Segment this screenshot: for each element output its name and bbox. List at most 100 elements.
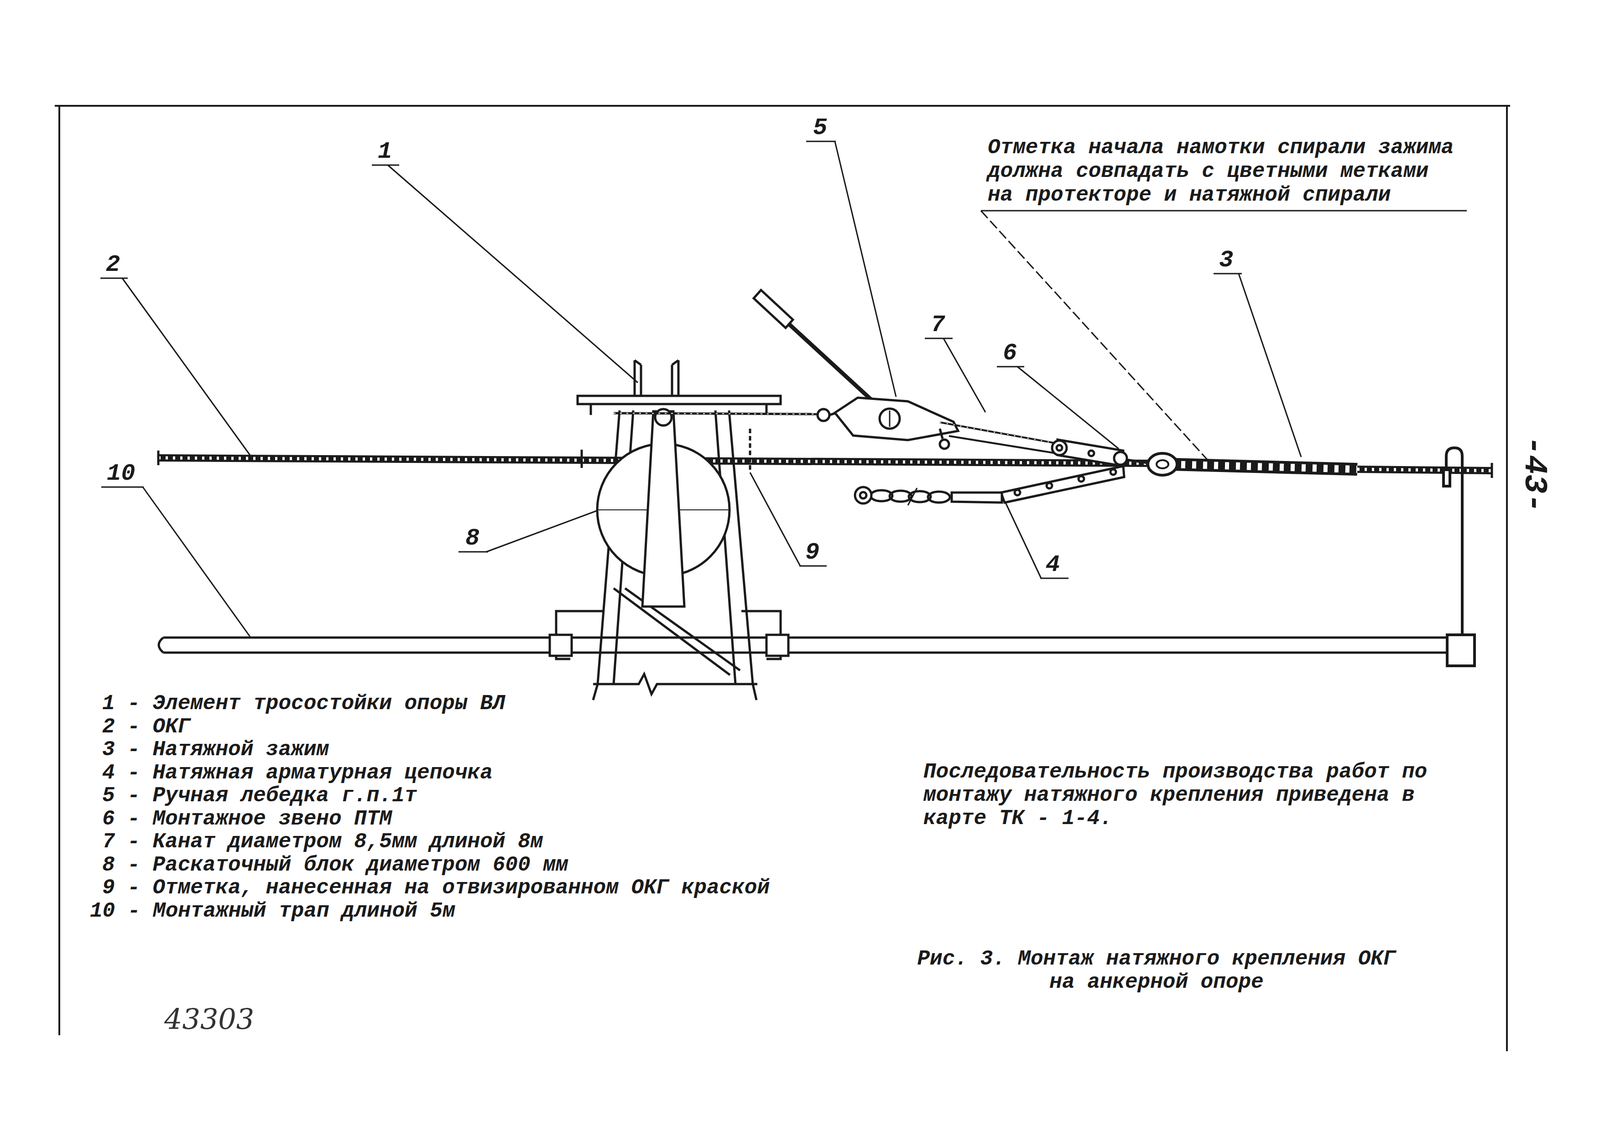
legend-item: 2 - ОКГ [102, 715, 191, 739]
ladder-clamps [766, 635, 789, 657]
ladder-clamps [570, 610, 605, 613]
callout-number: 4 [1045, 552, 1060, 579]
tension-clamp [1170, 464, 1358, 470]
tension-chain [859, 492, 867, 499]
tension-chain [1078, 476, 1085, 482]
hand-winch [753, 290, 959, 449]
tension-chain [854, 466, 1125, 506]
tower-crossarm [634, 360, 679, 397]
legend-item: 10 - Монтажный трап длиной 5м [89, 900, 456, 923]
figure-caption: Рис. 3. Монтаж натяжного крепления ОКГ н… [907, 948, 1406, 995]
tension-clamp [1170, 464, 1358, 470]
legend-item: 9 - Отметка, нанесенная на отвизированно… [102, 876, 770, 900]
ptm-link [1056, 445, 1063, 451]
ladder-clamps [549, 611, 789, 660]
ladder [163, 636, 1470, 640]
tower [593, 674, 758, 695]
callout-number: 5 [813, 114, 828, 142]
ptm-link [1114, 452, 1127, 465]
sheave-block [655, 409, 672, 426]
sheave-block [597, 409, 730, 607]
callout-number: 8 [465, 525, 480, 553]
ptm-link [1052, 440, 1067, 456]
tension-clamp [1156, 460, 1169, 469]
tension-chain [1046, 483, 1053, 489]
note-text: Отметка начала намотки спирали зажима до… [987, 135, 1465, 208]
hand-winch [939, 439, 949, 449]
cable [1357, 469, 1492, 471]
cable [1357, 469, 1492, 471]
ladder [163, 651, 1470, 655]
ptm-link [1052, 439, 1150, 467]
leader-lines [943, 338, 986, 413]
hand-winch [753, 290, 793, 329]
callout-number: 7 [930, 312, 945, 339]
ptm-link [1088, 450, 1095, 457]
tension-clamp [1147, 453, 1178, 476]
tower [752, 684, 757, 701]
legend-item: 4 - Натяжная арматурная цепочка [102, 761, 493, 785]
tension-chain [1000, 466, 1125, 503]
tower [593, 684, 598, 701]
tension-chain [1110, 469, 1116, 475]
leader-lines [980, 210, 1467, 212]
tower [593, 410, 758, 701]
tension-clamp [1147, 453, 1358, 476]
tension-chain [1014, 489, 1021, 496]
cable [157, 450, 160, 466]
leader-lines [486, 510, 597, 553]
winch-rope [613, 409, 837, 422]
archive-number: 43303 [164, 1003, 255, 1036]
hand-winch [939, 428, 943, 439]
ladder-support [1443, 469, 1450, 487]
ladder [158, 637, 1470, 653]
sheave-block [642, 411, 685, 607]
leader-lines [122, 278, 251, 456]
ptm-link [1126, 459, 1150, 464]
hand-winch [889, 410, 891, 428]
tension-chain [951, 492, 1002, 503]
hand-winch [879, 408, 900, 429]
paint-marks [749, 428, 752, 471]
legend-item: 8 - Раскаточный блок диаметром 600 мм [102, 854, 569, 877]
ladder [158, 637, 164, 653]
tower-crossarm [577, 360, 781, 416]
rope-8-5mm [948, 436, 1057, 454]
leader-lines [1238, 273, 1302, 458]
page-frame [54, 104, 1511, 107]
winch-rope [817, 409, 830, 422]
ladder-clamps [549, 635, 572, 657]
tower [729, 410, 753, 685]
leader-lines [1005, 501, 1042, 579]
legend-item: 6 - Монтажное звено ПТМ [102, 807, 392, 831]
leader-lines [834, 141, 897, 397]
winch-rope [613, 413, 818, 415]
ladder-support [1447, 635, 1475, 667]
leader-lines [980, 210, 1210, 462]
page-frame [58, 105, 61, 1036]
callout-number: 9 [805, 539, 820, 567]
tension-chain [907, 488, 918, 506]
page-frame [54, 105, 1511, 1052]
callout-number: 1 [377, 138, 392, 166]
tension-chain [854, 487, 872, 504]
leader-lines [1017, 366, 1119, 449]
callout-number: 3 [1219, 247, 1234, 274]
legend-item: 3 - Натяжной зажим [102, 738, 329, 762]
rope-8-5mm [939, 422, 1057, 444]
rope-8-5mm [939, 422, 1057, 454]
leader-lines [387, 165, 638, 383]
page-number: -43- [1516, 436, 1552, 513]
leader-lines [100, 141, 1467, 637]
procedure-note: Последовательность производства работ по… [923, 760, 1444, 831]
tower-crossarm [577, 396, 781, 405]
tower-crossarm [589, 404, 593, 416]
winch-rope [613, 413, 818, 415]
legend-item: 1 - Элемент тросостойки опоры ВЛ [102, 692, 506, 716]
callout-number: 2 [105, 251, 120, 279]
cable [158, 450, 1492, 479]
tension-chain [870, 490, 893, 502]
hand-winch [784, 320, 881, 409]
callout-number: 10 [106, 460, 136, 488]
leader-lines [142, 487, 251, 637]
